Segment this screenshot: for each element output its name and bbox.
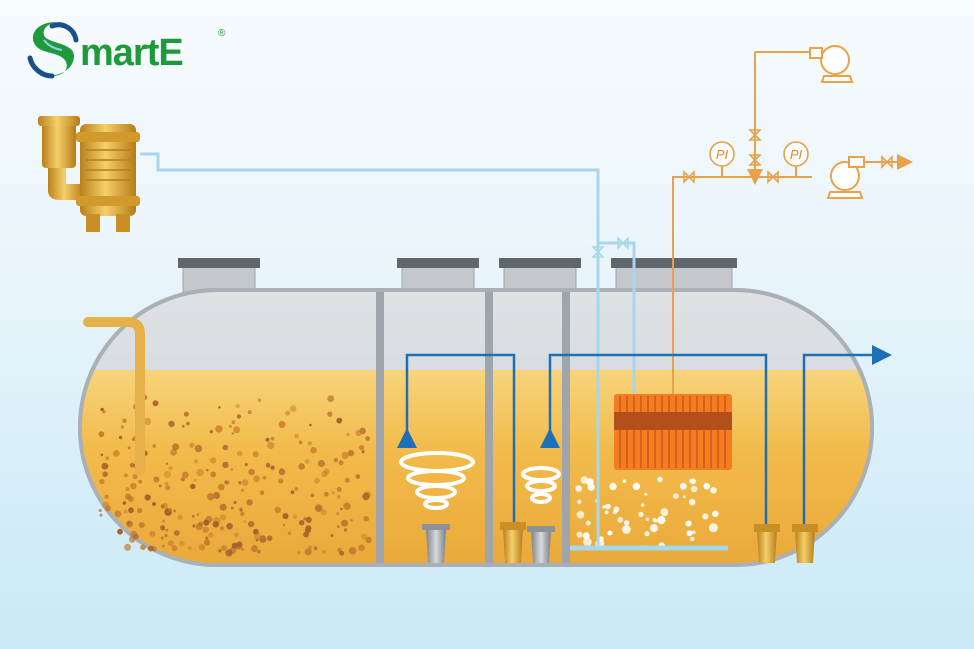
diffuser-icon <box>422 524 555 563</box>
partition-2 <box>485 292 493 563</box>
air-supply-line <box>140 152 728 551</box>
globe-icon <box>27 22 79 79</box>
inlet-pipe <box>83 317 145 475</box>
svg-text:PI: PI <box>790 147 803 162</box>
valve-icon <box>591 129 893 258</box>
brand-logo: martE ® <box>22 14 252 84</box>
svg-text:PI: PI <box>716 147 729 162</box>
liquid-level <box>80 370 872 565</box>
backwash-pump-icon <box>826 156 865 199</box>
partition-3 <box>562 292 570 563</box>
manhole-3 <box>499 258 581 293</box>
tank <box>78 288 874 567</box>
flow-arrows <box>397 345 892 530</box>
membrane-module-icon <box>614 394 732 470</box>
pressure-gauge-left: PI <box>709 141 735 167</box>
blower-icon <box>38 116 140 232</box>
swirl-icon <box>399 451 561 510</box>
manhole-2 <box>397 258 479 293</box>
pump-icon <box>500 522 818 563</box>
partition-1 <box>376 292 384 563</box>
manhole-1 <box>178 258 260 293</box>
sludge-particles <box>98 394 372 557</box>
logo-wordmark: martE <box>80 32 184 74</box>
aeration-bubbles <box>575 476 719 550</box>
pressure-gauge-right: PI <box>783 141 809 167</box>
suction-pump-icon <box>809 45 854 83</box>
process-lines <box>672 51 913 400</box>
registered-mark: ® <box>218 28 226 39</box>
